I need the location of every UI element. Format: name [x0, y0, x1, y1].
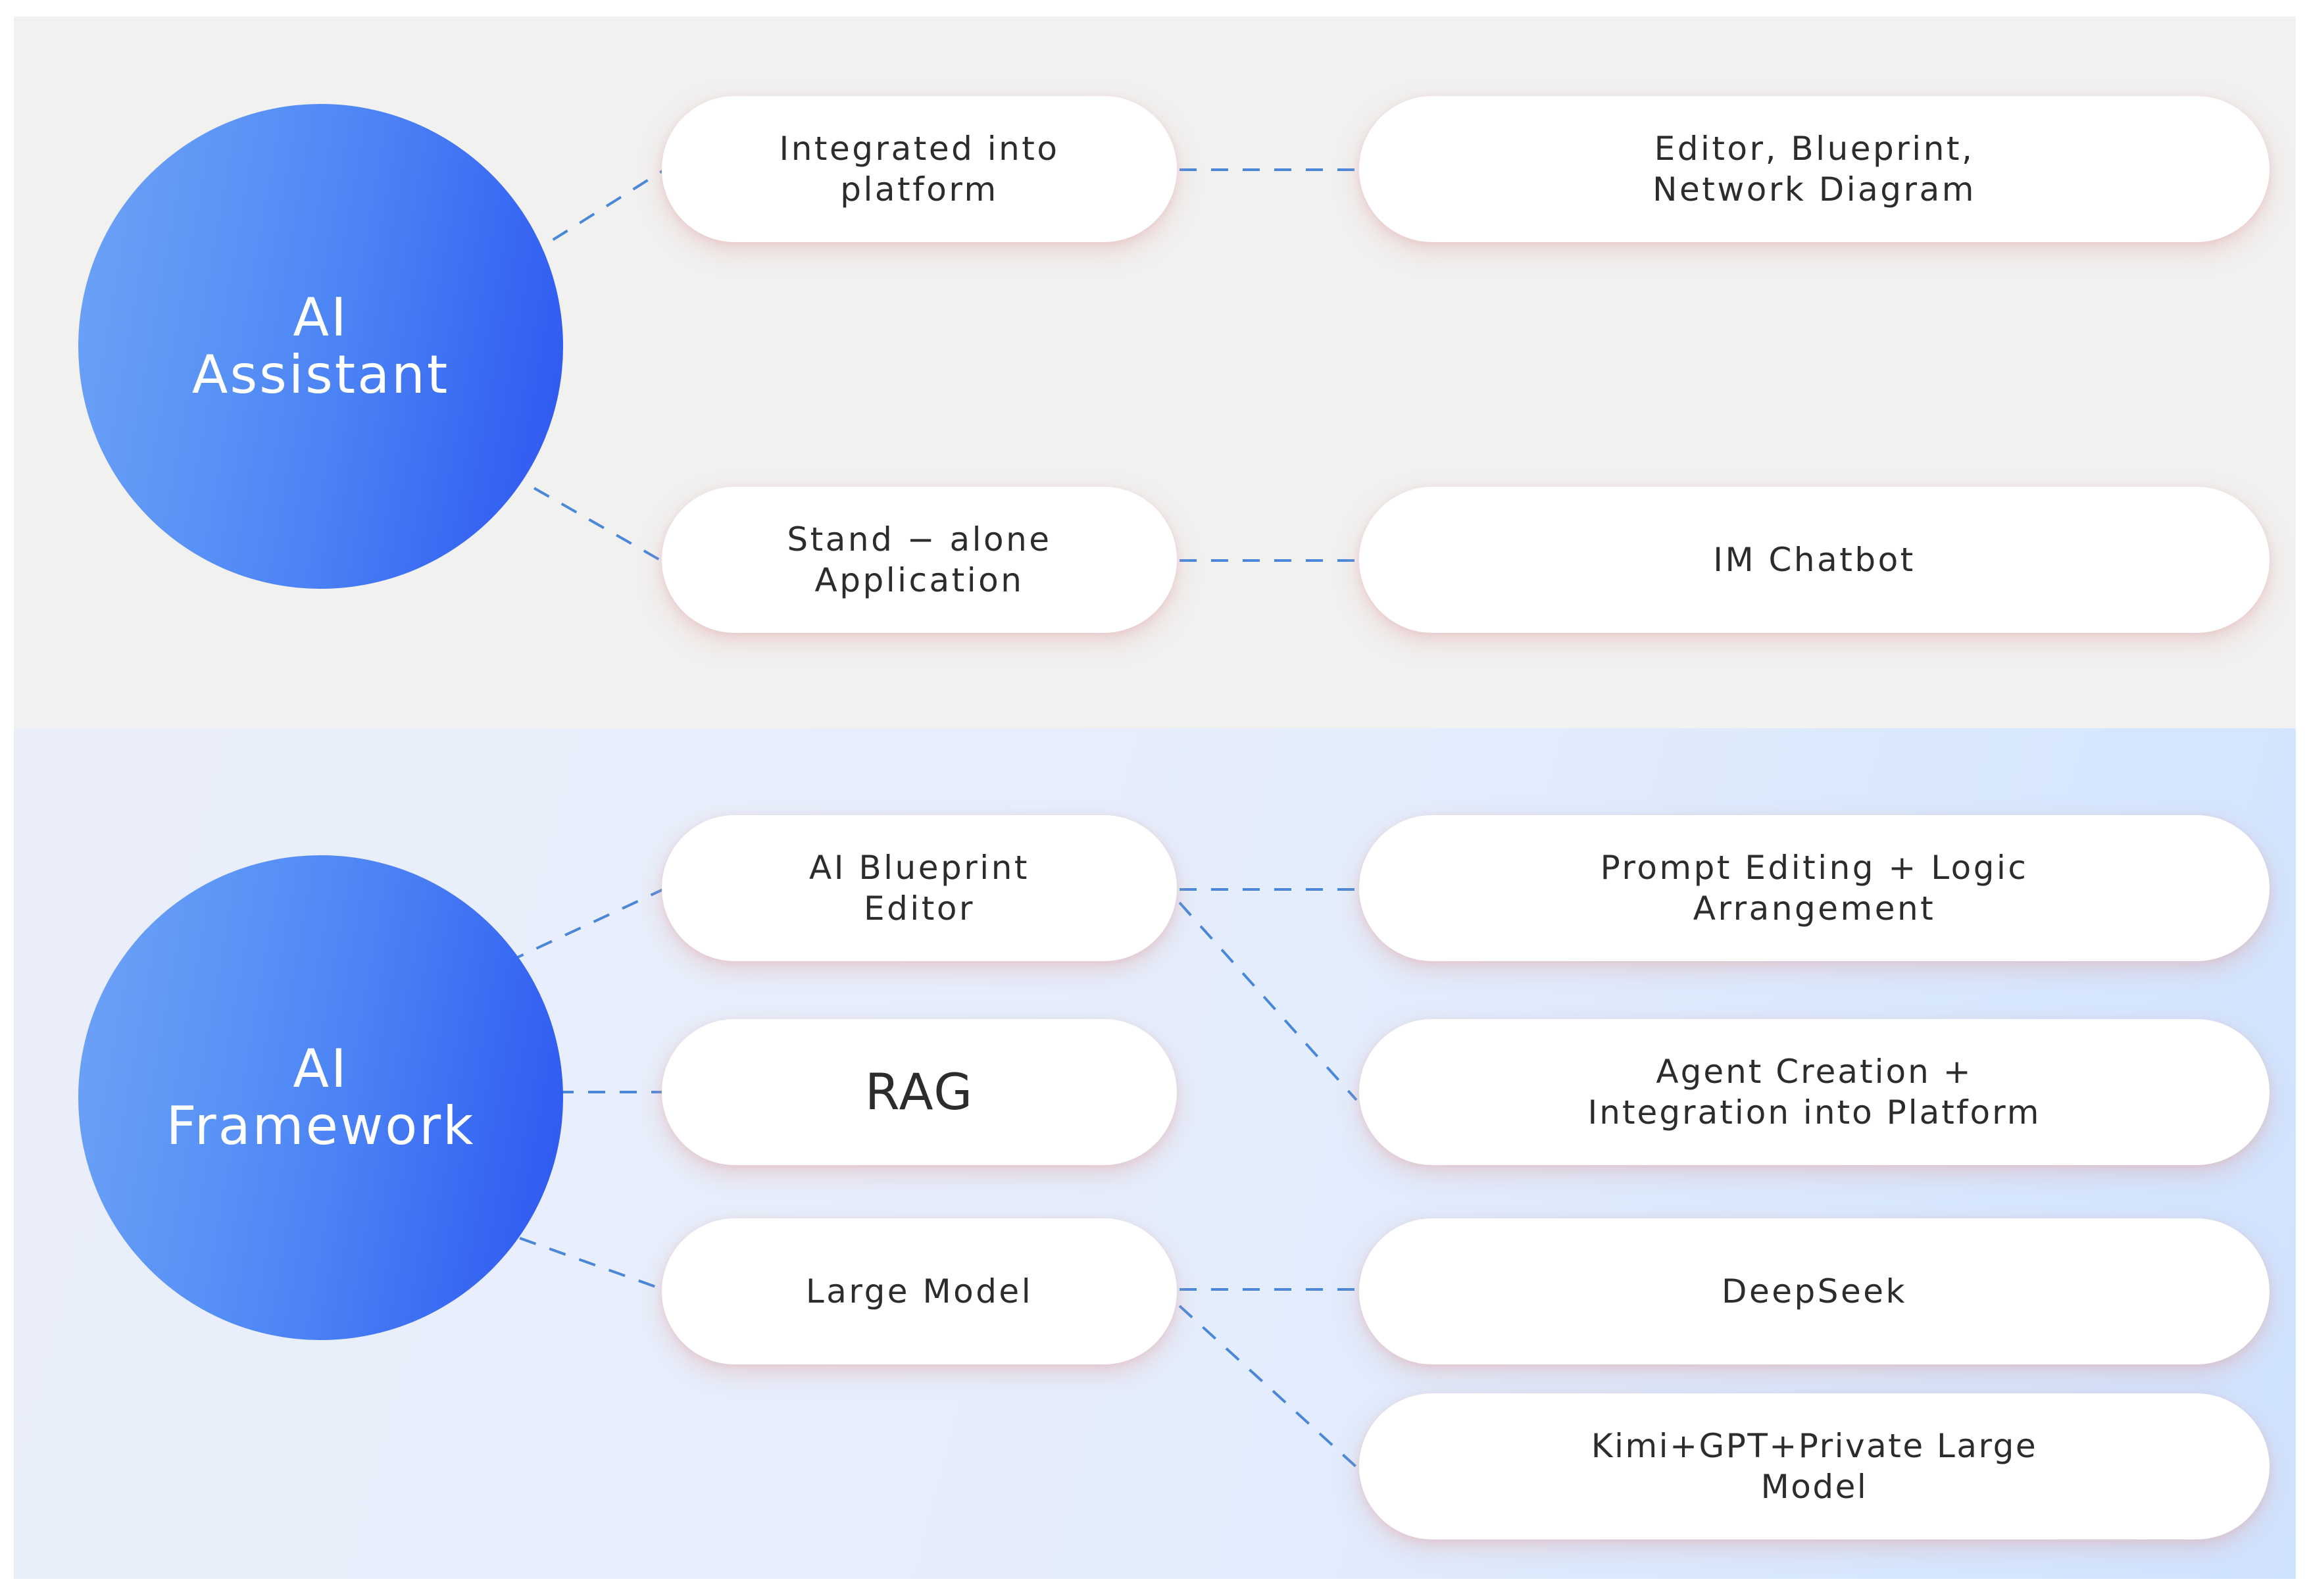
leaf-prompt-editing-logic-arrangement-line1: Prompt Editing + Logic [1600, 849, 2029, 887]
leaf-agent-creation-integration[interactable]: Agent Creation + Integration into Platfo… [1359, 1019, 2270, 1165]
root-node-ai-framework[interactable]: AI Framework [78, 855, 563, 1340]
leaf-prompt-editing-logic-arrangement[interactable]: Prompt Editing + Logic Arrangement [1359, 815, 2270, 961]
branch-stand-alone-application-line2: Application [814, 561, 1024, 599]
branch-ai-blueprint-editor-line1: AI Blueprint [809, 849, 1030, 887]
branch-ai-blueprint-editor[interactable]: AI Blueprint Editor [662, 815, 1177, 961]
leaf-deepseek[interactable]: DeepSeek [1359, 1218, 2270, 1364]
leaf-agent-creation-integration-line1: Agent Creation + [1656, 1053, 1973, 1091]
leaf-agent-creation-integration-line2: Integration into Platform [1587, 1093, 2041, 1132]
branch-stand-alone-application[interactable]: Stand − alone Application [662, 487, 1177, 633]
leaf-prompt-editing-logic-arrangement-line2: Arrangement [1693, 889, 1936, 928]
leaf-im-chatbot-line1: IM Chatbot [1713, 541, 1916, 579]
leaf-kimi-gpt-private-large-model[interactable]: Kimi+GPT+Private Large Model [1359, 1393, 2270, 1539]
root-node-ai-assistant[interactable]: AI Assistant [78, 104, 563, 589]
leaf-kimi-gpt-private-large-model-line1: Kimi+GPT+Private Large [1591, 1427, 2038, 1465]
branch-stand-alone-application-line1: Stand − alone [787, 520, 1052, 559]
leaf-editor-blueprint-network-diagram-line2: Network Diagram [1652, 170, 1976, 209]
branch-large-model-label: Large Model [805, 1272, 1033, 1310]
branch-integrated-into-platform-line1: Integrated into [779, 130, 1060, 168]
leaf-editor-blueprint-network-diagram-line1: Editor, Blueprint, [1654, 130, 1975, 168]
root-node-ai-framework-line1: AI [293, 1038, 349, 1100]
leaf-im-chatbot[interactable]: IM Chatbot [1359, 487, 2270, 633]
branch-integrated-into-platform[interactable]: Integrated into platform [662, 96, 1177, 242]
leaf-kimi-gpt-private-large-model-line2: Model [1760, 1468, 1868, 1506]
leaf-deepseek-label: DeepSeek [1722, 1272, 1907, 1310]
branch-integrated-into-platform-line2: platform [840, 170, 999, 209]
root-node-ai-assistant-line1: AI [293, 287, 349, 349]
leaf-editor-blueprint-network-diagram[interactable]: Editor, Blueprint, Network Diagram [1359, 96, 2270, 242]
branch-rag[interactable]: RAG [662, 1019, 1177, 1165]
branch-ai-blueprint-editor-line2: Editor [864, 889, 975, 928]
branch-large-model[interactable]: Large Model [662, 1218, 1177, 1364]
root-node-ai-framework-line2: Framework [166, 1095, 476, 1157]
root-node-ai-assistant-line2: Assistant [191, 343, 450, 405]
branch-rag-label: RAG [864, 1062, 974, 1121]
